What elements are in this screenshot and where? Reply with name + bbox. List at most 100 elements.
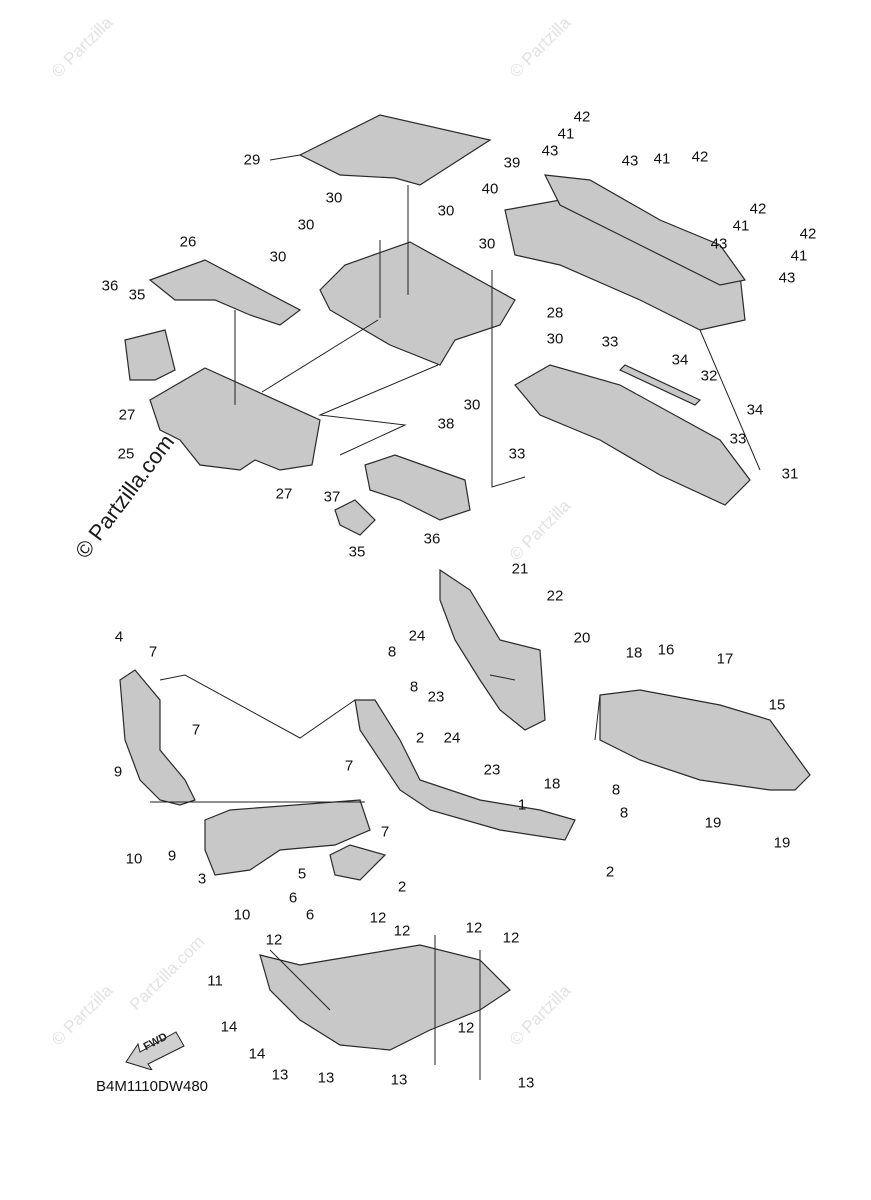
callout-38[interactable]: 38 [437, 415, 455, 433]
part-26-cover [148, 259, 302, 326]
callout-7[interactable]: 7 [148, 643, 158, 661]
callout-12[interactable]: 12 [265, 931, 283, 949]
callout-42[interactable]: 42 [573, 108, 591, 126]
callout-12[interactable]: 12 [465, 919, 483, 937]
callout-33[interactable]: 33 [601, 333, 619, 351]
callout-16[interactable]: 16 [657, 641, 675, 659]
callout-12[interactable]: 12 [502, 929, 520, 947]
callout-32[interactable]: 32 [700, 367, 718, 385]
callout-24[interactable]: 24 [443, 729, 461, 747]
part-32-rod [618, 364, 702, 406]
callout-18[interactable]: 18 [543, 775, 561, 793]
callout-7[interactable]: 7 [191, 721, 201, 739]
callout-8[interactable]: 8 [387, 643, 397, 661]
callout-2[interactable]: 2 [415, 729, 425, 747]
part-35-clip [334, 499, 376, 536]
callout-42[interactable]: 42 [749, 200, 767, 218]
callout-30[interactable]: 30 [325, 189, 343, 207]
callout-1[interactable]: 1 [517, 796, 527, 814]
callout-35[interactable]: 35 [128, 286, 146, 304]
callout-2[interactable]: 2 [605, 863, 615, 881]
callout-10[interactable]: 10 [233, 906, 251, 924]
callout-30[interactable]: 30 [437, 202, 455, 220]
callout-41[interactable]: 41 [557, 125, 575, 143]
callout-23[interactable]: 23 [427, 688, 445, 706]
callout-30[interactable]: 30 [297, 216, 315, 234]
callout-30[interactable]: 30 [269, 248, 287, 266]
callout-17[interactable]: 17 [716, 650, 734, 668]
callout-3[interactable]: 3 [197, 870, 207, 888]
callout-34[interactable]: 34 [671, 351, 689, 369]
callout-11[interactable]: 11 [207, 972, 223, 990]
callout-7[interactable]: 7 [344, 757, 354, 775]
callout-26[interactable]: 26 [179, 233, 197, 251]
callout-12[interactable]: 12 [369, 909, 387, 927]
callout-27[interactable]: 27 [275, 485, 293, 503]
callout-14[interactable]: 14 [220, 1018, 238, 1036]
callout-19[interactable]: 19 [704, 814, 722, 832]
part-31-shield [514, 364, 751, 506]
callout-18[interactable]: 18 [625, 644, 643, 662]
callout-37[interactable]: 37 [323, 488, 341, 506]
part-5-plate [329, 844, 387, 881]
callout-12[interactable]: 12 [393, 922, 411, 940]
part-4-guard [119, 669, 196, 806]
callout-13[interactable]: 13 [390, 1071, 408, 1089]
callout-5[interactable]: 5 [297, 865, 307, 883]
callout-24[interactable]: 24 [408, 627, 426, 645]
callout-41[interactable]: 41 [790, 247, 808, 265]
callout-23[interactable]: 23 [483, 761, 501, 779]
callout-13[interactable]: 13 [317, 1069, 335, 1087]
callout-8[interactable]: 8 [409, 678, 419, 696]
part-39-strip [543, 174, 747, 286]
callout-13[interactable]: 13 [517, 1074, 535, 1092]
callout-36[interactable]: 36 [423, 530, 441, 548]
callout-22[interactable]: 22 [546, 587, 564, 605]
callout-13[interactable]: 13 [271, 1066, 289, 1084]
fwd-arrow-icon [125, 1031, 185, 1070]
callout-31[interactable]: 31 [781, 465, 799, 483]
callout-12[interactable]: 12 [457, 1019, 475, 1037]
callout-6[interactable]: 6 [305, 906, 315, 924]
callout-39[interactable]: 39 [503, 154, 521, 172]
callout-43[interactable]: 43 [621, 152, 639, 170]
callout-28[interactable]: 28 [546, 304, 564, 322]
callout-8[interactable]: 8 [619, 804, 629, 822]
callout-14[interactable]: 14 [248, 1045, 266, 1063]
callout-42[interactable]: 42 [799, 225, 817, 243]
callout-8[interactable]: 8 [611, 781, 621, 799]
callout-29[interactable]: 29 [243, 151, 261, 169]
callout-34[interactable]: 34 [746, 401, 764, 419]
callout-30[interactable]: 30 [478, 235, 496, 253]
callout-25[interactable]: 25 [117, 445, 135, 463]
callout-2[interactable]: 2 [397, 878, 407, 896]
callout-21[interactable]: 21 [511, 560, 529, 578]
callout-41[interactable]: 41 [732, 217, 750, 235]
callout-19[interactable]: 19 [773, 834, 791, 852]
callout-36[interactable]: 36 [101, 277, 119, 295]
callout-6[interactable]: 6 [288, 889, 298, 907]
callout-15[interactable]: 15 [768, 696, 786, 714]
callout-43[interactable]: 43 [778, 269, 796, 287]
callout-40[interactable]: 40 [481, 180, 499, 198]
part-20-panel [439, 568, 546, 731]
callout-10[interactable]: 10 [125, 850, 143, 868]
callout-43[interactable]: 43 [710, 235, 728, 253]
callout-42[interactable]: 42 [691, 148, 709, 166]
part-35-bracket [124, 329, 176, 381]
callout-4[interactable]: 4 [114, 628, 124, 646]
callout-9[interactable]: 9 [167, 847, 177, 865]
callout-7[interactable]: 7 [380, 823, 390, 841]
callout-43[interactable]: 43 [541, 142, 559, 160]
callout-20[interactable]: 20 [573, 629, 591, 647]
callout-35[interactable]: 35 [348, 543, 366, 561]
callout-27[interactable]: 27 [118, 406, 136, 424]
callout-30[interactable]: 30 [463, 396, 481, 414]
callout-9[interactable]: 9 [113, 763, 123, 781]
callout-30[interactable]: 30 [546, 330, 564, 348]
part-25-housing [149, 367, 321, 471]
callout-33[interactable]: 33 [508, 445, 526, 463]
callout-41[interactable]: 41 [653, 150, 671, 168]
callout-33[interactable]: 33 [729, 430, 747, 448]
part-29-panel [298, 114, 492, 186]
